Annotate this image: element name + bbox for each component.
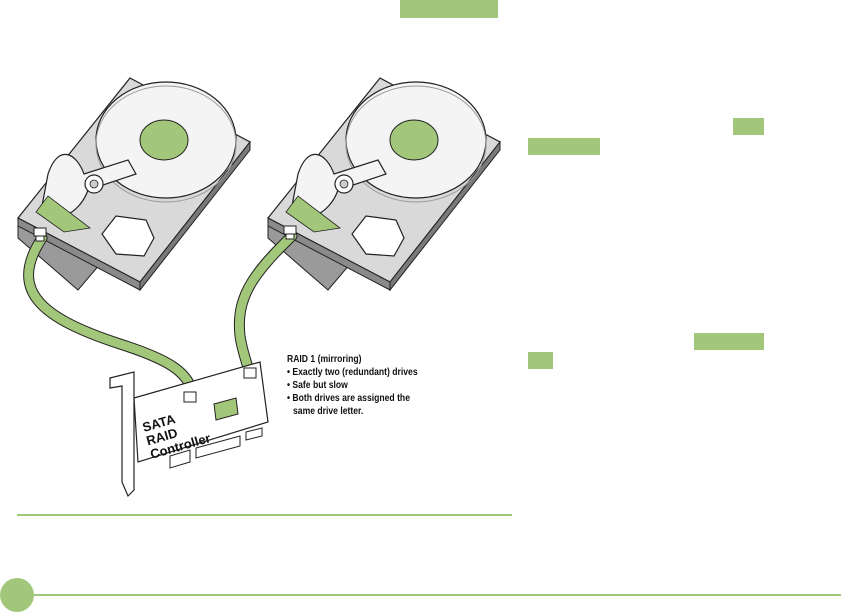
accent-block-right-4 — [528, 352, 553, 369]
caption-bullet-1: Exactly two (redundant) drives — [287, 366, 433, 379]
controller-port-2 — [243, 367, 257, 379]
drive-connector-left — [33, 227, 47, 242]
accent-block-right-3 — [694, 333, 764, 350]
hard-drive-icon-right — [267, 77, 501, 291]
caption-bullet-3: Both drives are assigned the same drive … — [287, 392, 433, 418]
raid-controller-card: SATA RAID Controller — [109, 361, 269, 498]
drive-connector-right — [283, 225, 297, 240]
hard-drive-icon-left — [17, 77, 251, 291]
accent-block-top — [400, 0, 498, 18]
caption-bullet-2: Safe but slow — [287, 379, 433, 392]
caption-heading: RAID 1 (mirroring) — [287, 354, 362, 365]
accent-block-right-2 — [528, 138, 600, 155]
controller-port-1 — [183, 391, 197, 403]
page-marker — [0, 578, 34, 612]
raid1-caption: RAID 1 (mirroring) Exactly two (redundan… — [287, 353, 433, 418]
accent-block-right-1 — [733, 118, 764, 135]
footer-rule — [30, 594, 841, 596]
figure-divider — [17, 514, 512, 516]
